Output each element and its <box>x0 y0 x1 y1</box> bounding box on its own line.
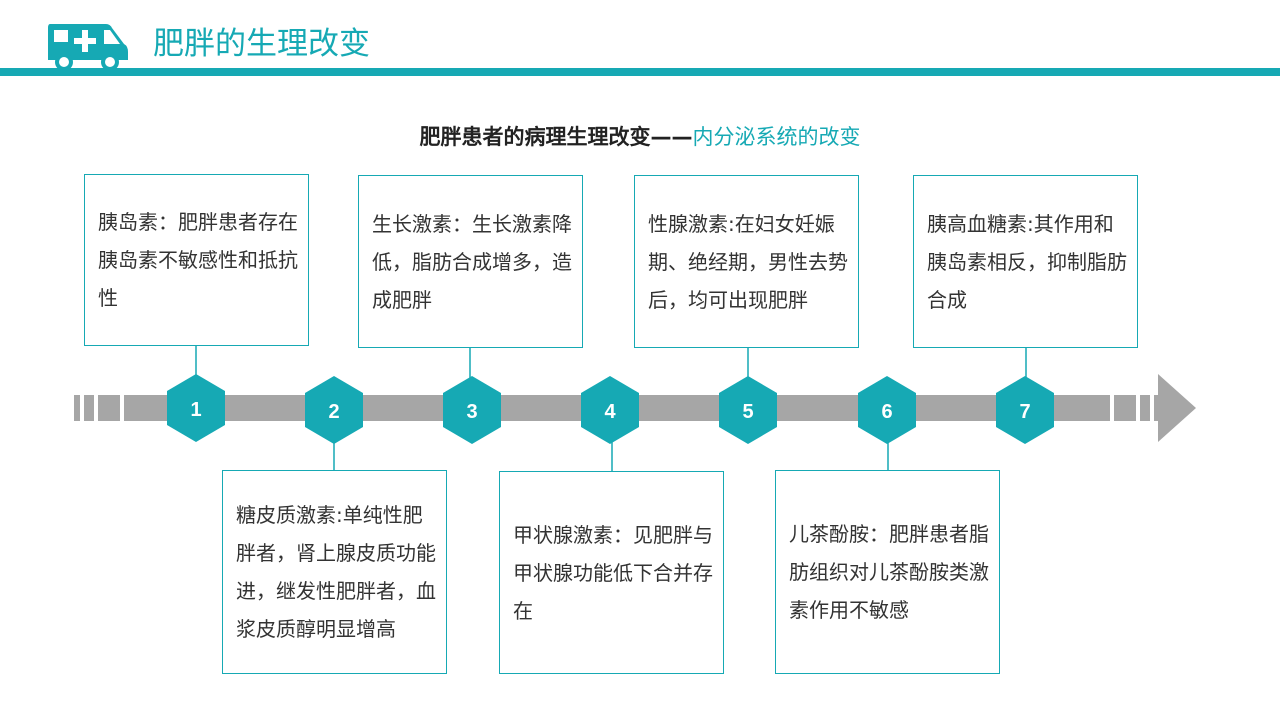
timeline-head-segment <box>1154 395 1158 421</box>
header-rule <box>0 68 1280 76</box>
step-marker-3 <box>443 376 501 444</box>
step-card-text: 胰高血糖素:其作用和胰岛素相反，抑制脂肪合成 <box>927 211 1127 312</box>
timeline-head-segment <box>1140 395 1150 421</box>
step-marker-7 <box>996 376 1054 444</box>
step-number-4: 4 <box>604 401 616 423</box>
step-number-1: 1 <box>190 399 202 421</box>
step-card-text: 糖皮质激素:单纯性肥胖者，肾上腺皮质功能进，继发性肥胖者，血浆皮质醇明显增高 <box>236 503 436 641</box>
step-number-7: 7 <box>1019 401 1031 423</box>
timeline-tail-segment <box>84 395 94 421</box>
step-marker-5 <box>719 376 777 444</box>
step-card-text: 胰岛素：肥胖患者存在胰岛素不敏感性和抵抗性 <box>98 210 298 310</box>
step-number-6: 6 <box>881 401 893 423</box>
step-card-6: 儿茶酚胺：肥胖患者脂肪组织对儿茶酚胺类激素作用不敏感 <box>775 470 1000 674</box>
page-title: 肥胖的生理改变 <box>153 26 370 62</box>
timeline-tail-segment <box>74 395 80 421</box>
timeline-arrow-head <box>1158 374 1196 442</box>
step-number-3: 3 <box>466 401 478 423</box>
step-marker-2 <box>305 376 363 444</box>
step-number-2: 2 <box>328 401 340 423</box>
step-card-text: 儿茶酚胺：肥胖患者脂肪组织对儿茶酚胺类激素作用不敏感 <box>789 522 989 622</box>
timeline-tail-segment <box>98 395 120 421</box>
step-marker-6 <box>858 376 916 444</box>
step-number-5: 5 <box>742 401 754 423</box>
step-card-text: 甲状腺激素：见肥胖与甲状腺功能低下合并存在 <box>513 522 713 623</box>
step-card-text: 生长激素：生长激素降低，脂肪合成增多，造成肥胖 <box>372 211 572 312</box>
subtitle-accent: 内分泌系统的改变 <box>692 125 861 149</box>
step-card-1: 胰岛素：肥胖患者存在胰岛素不敏感性和抵抗性 <box>84 174 309 346</box>
step-card-2: 糖皮质激素:单纯性肥胖者，肾上腺皮质功能进，继发性肥胖者，血浆皮质醇明显增高 <box>222 470 447 674</box>
step-card-text: 性腺激素:在妇女妊娠期、绝经期，男性去势后，均可出现肥胖 <box>648 211 848 312</box>
step-card-5: 性腺激素:在妇女妊娠期、绝经期，男性去势后，均可出现肥胖 <box>634 175 859 348</box>
step-card-7: 胰高血糖素:其作用和胰岛素相反，抑制脂肪合成 <box>913 175 1138 348</box>
subtitle-main: 肥胖患者的病理生理改变—— <box>419 125 693 149</box>
step-card-4: 甲状腺激素：见肥胖与甲状腺功能低下合并存在 <box>499 471 724 674</box>
step-card-3: 生长激素：生长激素降低，脂肪合成增多，造成肥胖 <box>358 175 583 348</box>
subtitle: 肥胖患者的病理生理改变——内分泌系统的改变 <box>392 122 888 152</box>
step-marker-4 <box>581 376 639 444</box>
step-marker-1 <box>167 374 225 442</box>
timeline-head-segment <box>1114 395 1136 421</box>
